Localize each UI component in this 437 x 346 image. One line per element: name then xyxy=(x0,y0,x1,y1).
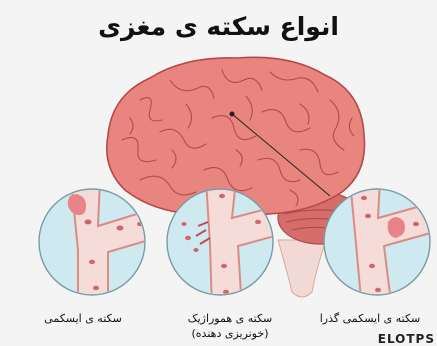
ischemic-label: سکته ی ایسکمی xyxy=(28,312,138,325)
brain-stem xyxy=(278,240,326,297)
hemorrhagic-label: سکته ی هموراژیک xyxy=(170,312,290,325)
transient-ischemic-label: سکته ی ایسکمی گذرا xyxy=(305,312,435,325)
hemorrhagic-sublabel: (خونریزی دهنده) xyxy=(170,327,290,340)
brand-logo: ELOTPS xyxy=(378,332,435,346)
